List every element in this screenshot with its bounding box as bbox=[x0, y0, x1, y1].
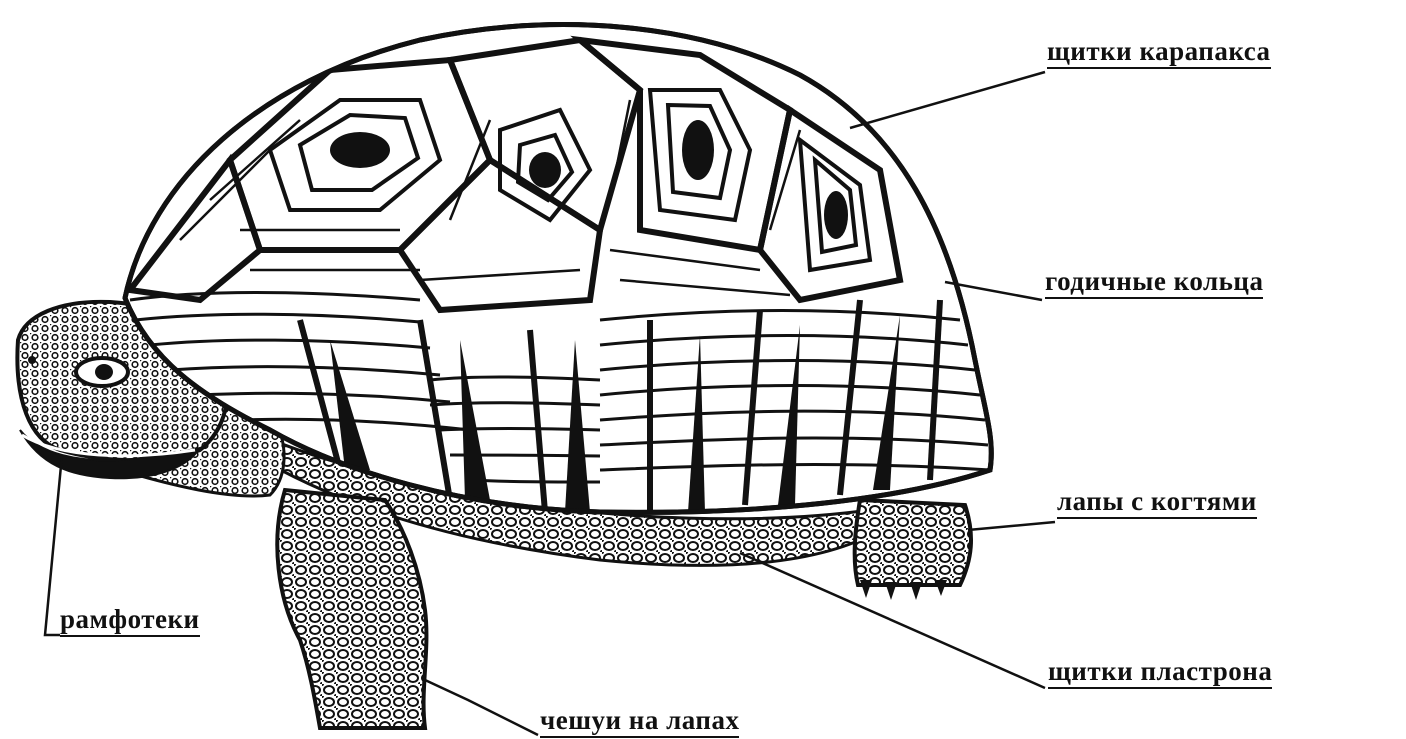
label-carapace-scutes: щитки карапакса bbox=[1047, 38, 1271, 69]
label-plastron-scutes: щитки пластрона bbox=[1048, 658, 1272, 689]
label-growth-rings: годичные кольца bbox=[1045, 268, 1263, 299]
front-leg bbox=[277, 490, 426, 728]
label-plastron-scutes-text: щитки пластрона bbox=[1048, 658, 1272, 689]
rear-leg bbox=[855, 500, 971, 585]
leader-claws bbox=[968, 522, 1055, 530]
label-rhamphotheca-text: рамфотеки bbox=[60, 606, 200, 637]
label-leg-scales-text: чешуи на лапах bbox=[540, 707, 739, 738]
label-leg-scales: чешуи на лапах bbox=[540, 707, 739, 738]
leader-scales bbox=[425, 680, 538, 735]
label-rhamphotheca: рамфотеки bbox=[60, 606, 200, 637]
label-clawed-feet: лапы с когтями bbox=[1057, 488, 1257, 519]
label-clawed-feet-text: лапы с когтями bbox=[1057, 488, 1257, 519]
label-carapace-scutes-text: щитки карапакса bbox=[1047, 38, 1271, 69]
leader-carapace bbox=[850, 72, 1045, 128]
label-growth-rings-text: годичные кольца bbox=[1045, 268, 1263, 299]
